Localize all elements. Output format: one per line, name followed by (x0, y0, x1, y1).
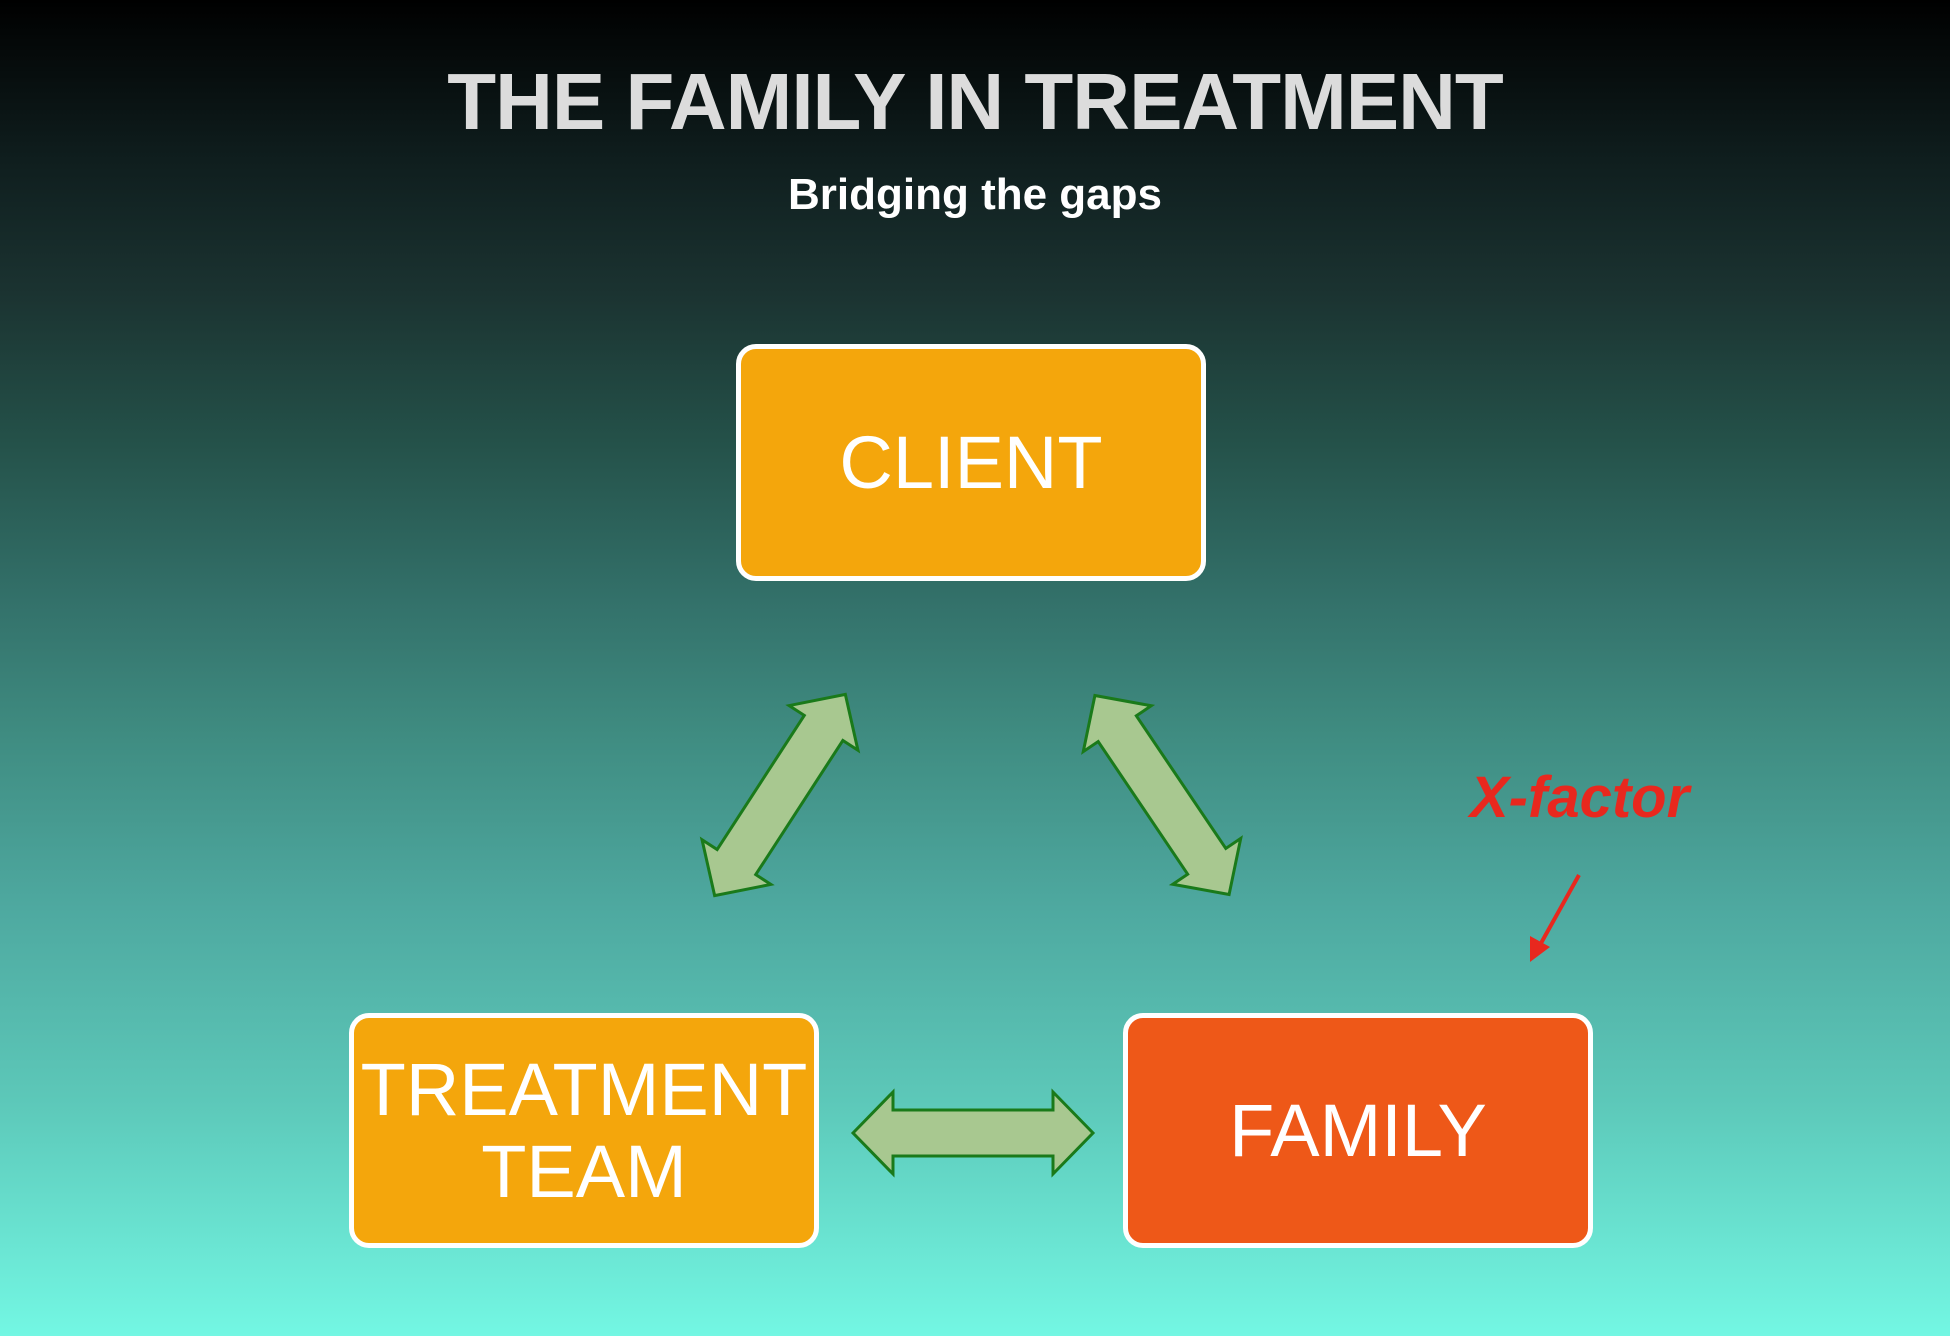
client-team-double-arrow (678, 670, 882, 920)
family-label: FAMILY (1229, 1088, 1487, 1172)
slide-subtitle: Bridging the gaps (788, 170, 1162, 219)
treatment-team-label-line2: TEAM (481, 1129, 687, 1213)
xfactor-pointer-arrow (1530, 874, 1581, 962)
family-node: FAMILY (1123, 1013, 1593, 1248)
treatment-team-node: TREATMENT TEAM (349, 1013, 819, 1248)
slide-title: THE FAMILY IN TREATMENT (447, 57, 1504, 146)
xfactor-annotation: X-factor (1470, 765, 1690, 830)
team-family-double-arrow (851, 1090, 1095, 1176)
client-node: CLIENT (736, 344, 1206, 581)
client-label: CLIENT (839, 420, 1103, 504)
treatment-team-label-line1: TREATMENT (360, 1047, 808, 1131)
client-family-double-arrow (1059, 671, 1265, 919)
